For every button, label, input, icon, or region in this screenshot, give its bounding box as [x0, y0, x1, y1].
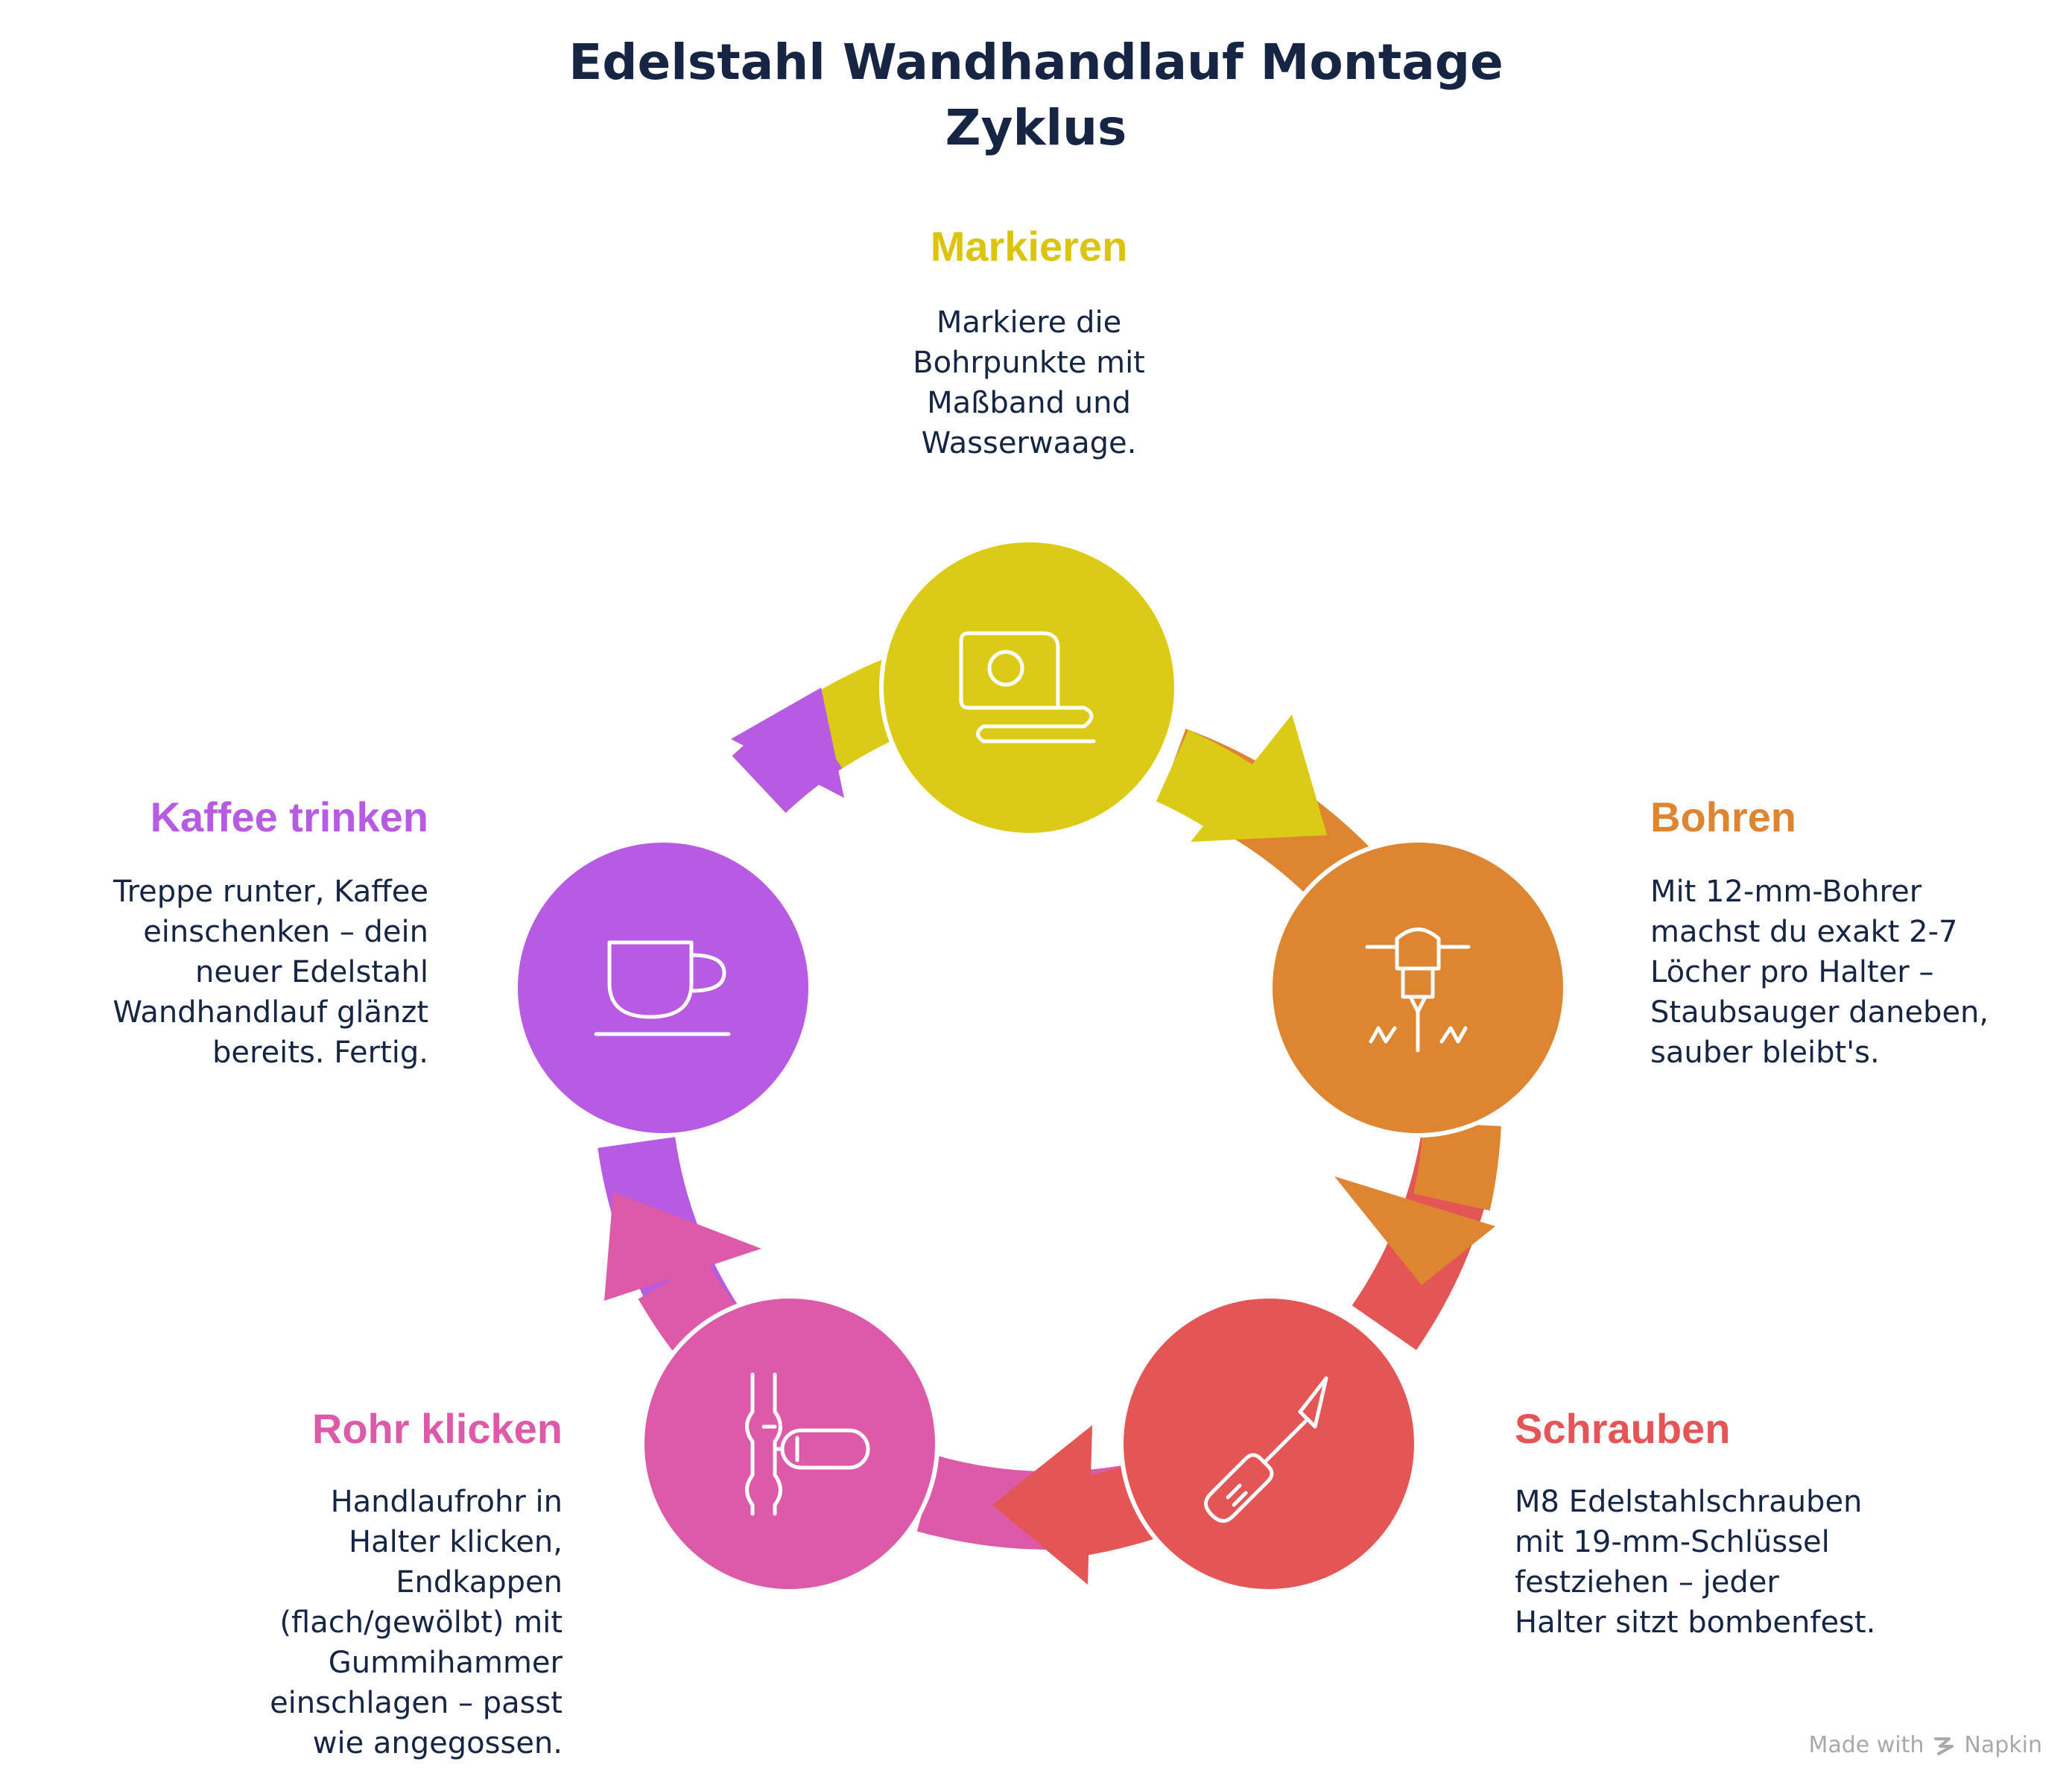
tape-measure-icon	[959, 631, 1096, 744]
napkin-logo-icon	[1934, 1737, 1954, 1755]
step-description-schrauben: M8 Edelstahlschrauben mit 19-mm-Schlüsse…	[1515, 1485, 1876, 1640]
step-description-markieren: Markiere die Bohrpunkte mit Maßband und …	[913, 305, 1145, 460]
step-circle-kaffee	[513, 838, 813, 1138]
screwdriver-icon	[1204, 1376, 1328, 1523]
step-description-kaffee: Treppe runter, Kaffee einschenken – dein…	[113, 875, 428, 1070]
drill-icon	[1365, 928, 1471, 1053]
step-description-rohr: Handlaufrohr in Halter klicken, Endkappe…	[270, 1485, 563, 1760]
page-title: Edelstahl Wandhandlauf Montage Zyklus	[0, 30, 2072, 161]
step-circle-schrauben	[1119, 1294, 1419, 1594]
made-with-napkin-footer: Made with Napkin	[1808, 1732, 2042, 1758]
step-title-markieren: Markieren	[930, 223, 1128, 270]
arrow-bohren-to-schrauben	[1334, 1118, 1501, 1351]
step-title-bohren: Bohren	[1650, 793, 1796, 840]
step-title-kaffee: Kaffee trinken	[150, 793, 428, 840]
step-circle-bohren	[1268, 838, 1568, 1138]
step-description-bohren: Mit 12-mm-Bohrer machst du exakt 2-7 Löc…	[1650, 875, 1989, 1070]
step-title-schrauben: Schrauben	[1515, 1405, 1731, 1452]
step-circle-rohr	[640, 1294, 940, 1594]
title-line-1: Edelstahl Wandhandlauf Montage	[568, 34, 1504, 91]
step-title-rohr: Rohr klicken	[311, 1405, 563, 1452]
step-circle-markieren	[879, 538, 1179, 837]
arrow-schrauben-to-rohr	[916, 1425, 1156, 1585]
made-with-label: Made with	[1808, 1732, 1924, 1758]
coffee-cup-icon	[594, 940, 731, 1036]
pipe-clamp-icon	[745, 1372, 870, 1516]
title-line-2: Zyklus	[945, 99, 1127, 156]
arrow-markieren-to-bohren	[1156, 714, 1381, 913]
napkin-brand-label: Napkin	[1964, 1732, 2042, 1758]
